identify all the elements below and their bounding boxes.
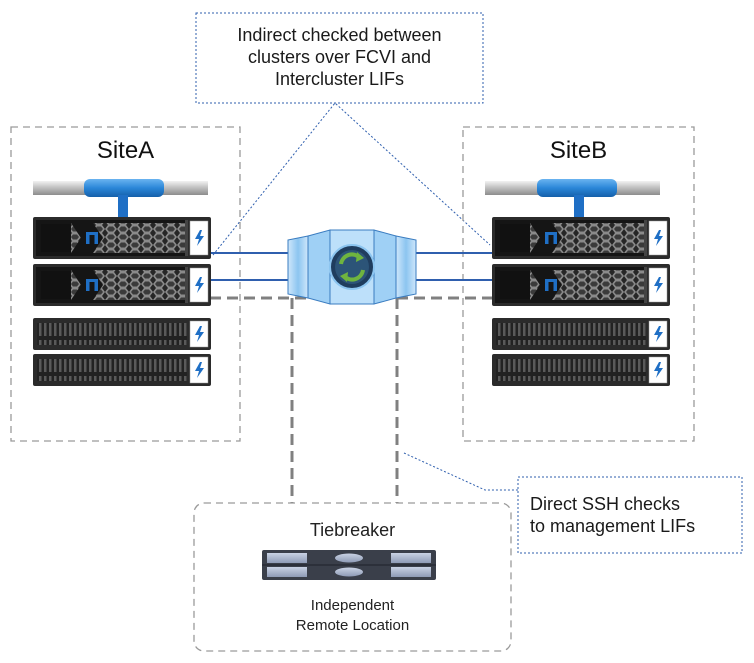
site-a-shelf-2	[32, 353, 212, 387]
site-b-shelf-2	[491, 353, 671, 387]
netapp-logo-icon	[545, 279, 557, 291]
site-a-controller-2	[32, 263, 212, 307]
callout-direct-leader	[403, 452, 518, 491]
tiebreaker-subtitle: Independent Remote Location	[194, 596, 511, 636]
site-b-frame	[462, 126, 695, 442]
callout-direct-line: Direct SSH checks	[530, 494, 681, 514]
callout-indirect-text: Indirect checked between clusters over F…	[196, 24, 483, 90]
callout-indirect-line: Intercluster LIFs	[274, 69, 405, 89]
sync-arrows-icon	[329, 244, 375, 290]
callout-indirect-box	[195, 12, 484, 104]
tiebreaker-title: Tiebreaker	[309, 520, 396, 540]
site-a-network-pipe	[33, 179, 208, 217]
callout-indirect-line: clusters over FCVI and	[247, 47, 432, 67]
tiebreaker-subtitle-line: Independent	[310, 597, 395, 614]
site-a-controller-1	[32, 216, 212, 260]
management-links	[210, 296, 494, 505]
callout-direct-text: Direct SSH checks to management LIFs	[518, 493, 742, 537]
callout-direct-box	[517, 476, 743, 554]
site-a-title: SiteA	[96, 137, 155, 164]
netapp-logo-icon	[86, 279, 98, 291]
site-b-shelf-1	[491, 317, 671, 351]
site-b-controller-1	[491, 216, 671, 260]
callout-indirect-leader	[212, 102, 491, 256]
netapp-logo-icon	[86, 232, 98, 244]
site-b-network-pipe	[485, 179, 660, 217]
tiebreaker-server-icon	[262, 550, 436, 580]
site-a-shelf-1	[32, 317, 212, 351]
site-b-title: SiteB	[549, 137, 608, 164]
site-b-controller-2	[491, 263, 671, 307]
callout-direct-line: to management LIFs	[530, 516, 696, 536]
tiebreaker-subtitle-line: Remote Location	[295, 617, 410, 634]
netapp-logo-icon	[545, 232, 557, 244]
site-a-frame	[10, 126, 241, 442]
fcvi-connector	[287, 229, 417, 305]
callout-indirect-line: Indirect checked between	[237, 25, 442, 45]
